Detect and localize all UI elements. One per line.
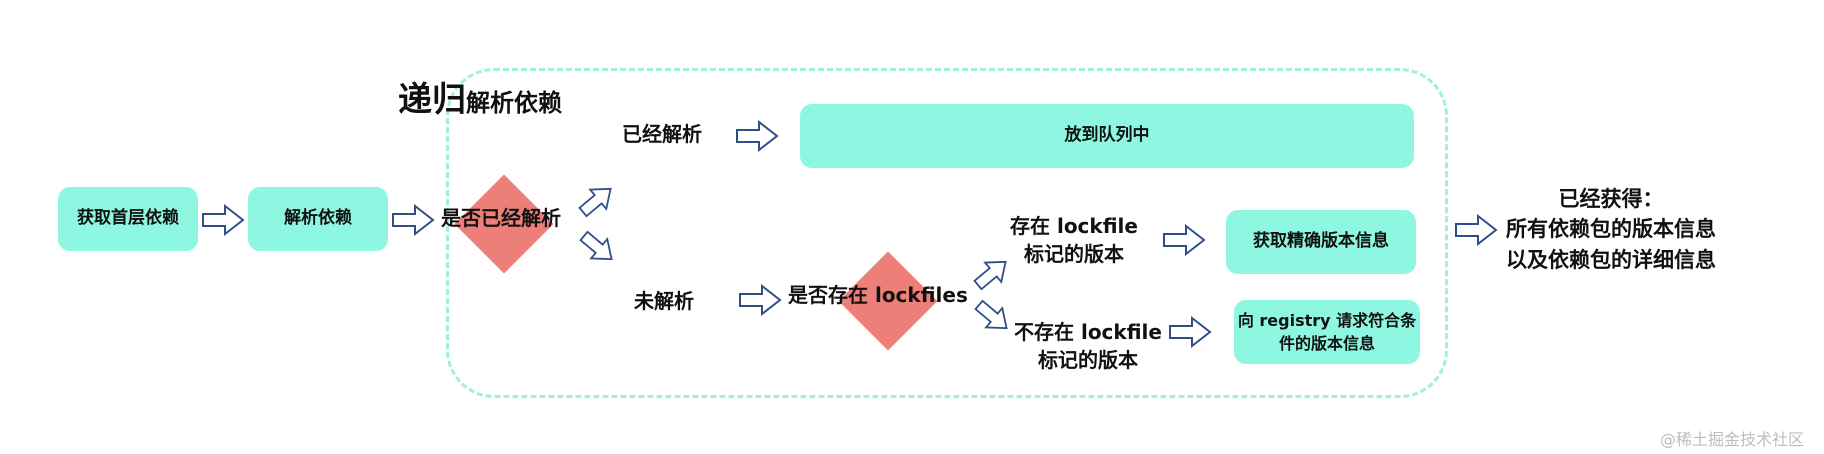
node-request-registry: 向 registry 请求符合条 件的版本信息 (1234, 300, 1420, 364)
label-lock-exists: 存在 lockfile 标记的版本 (1010, 212, 1138, 268)
result-line2: 所有依赖包的版本信息 (1506, 217, 1716, 242)
result-line1: 已经获得： (1558, 187, 1664, 211)
label-lock-missing: 不存在 lockfile 标记的版本 (1014, 318, 1162, 374)
node-parse-deps: 解析依赖 (248, 187, 388, 251)
result-line3: 以及依赖包的详细信息 (1506, 247, 1716, 272)
node-get-top-deps: 获取首层依赖 (58, 187, 198, 251)
watermark: @稀土掘金技术社区 (1660, 430, 1805, 449)
node-request-registry-line1: 向 registry 请求符合条 (1237, 310, 1417, 330)
arrow-parse-to-decision (392, 205, 434, 235)
arrow-top-to-parse (202, 205, 244, 235)
node-get-top-deps-label: 获取首层依赖 (77, 208, 179, 229)
node-parse-deps-label: 解析依赖 (284, 208, 352, 229)
label-lock-exists-line1: 存在 lockfile (1010, 214, 1138, 238)
title-rest: 解析依赖 (466, 89, 562, 117)
arrow-lockfiles-to-exists (969, 251, 1015, 296)
result-text: 已经获得： 所有依赖包的版本信息 以及依赖包的详细信息 (1506, 184, 1716, 275)
arrow-exists-to-exact (1163, 225, 1205, 255)
node-enqueue-label: 放到队列中 (1064, 125, 1150, 146)
recursion-frame (446, 68, 1448, 398)
arrow-missing-to-registry (1169, 317, 1211, 347)
node-enqueue: 放到队列中 (800, 104, 1414, 168)
node-get-exact-version-label: 获取精确版本信息 (1253, 231, 1389, 252)
node-get-exact-version: 获取精确版本信息 (1226, 210, 1416, 274)
label-not-parsed: 未解析 (634, 289, 694, 313)
label-lock-exists-line2: 标记的版本 (1023, 242, 1124, 266)
arrow-parsed-to-enqueue (736, 121, 778, 151)
arrow-not-parsed-to-lockfiles (739, 285, 781, 315)
label-has-lockfiles: 是否存在 lockfiles (788, 283, 968, 307)
label-parsed: 已经解析 (622, 122, 702, 146)
node-request-registry-line2: 件的版本信息 (1278, 334, 1375, 353)
label-is-parsed: 是否已经解析 (441, 206, 561, 230)
arrow-to-result (1455, 215, 1497, 245)
label-lock-missing-line1: 不存在 lockfile (1014, 320, 1162, 344)
label-lock-missing-line2: 标记的版本 (1037, 348, 1138, 372)
diagram-title: 递归解析依赖 (398, 72, 562, 121)
title-big: 递归 (398, 80, 466, 120)
arrow-decision-to-parsed (574, 178, 620, 223)
arrow-decision-to-not-parsed (575, 225, 621, 270)
arrow-lockfiles-to-missing (970, 294, 1016, 339)
